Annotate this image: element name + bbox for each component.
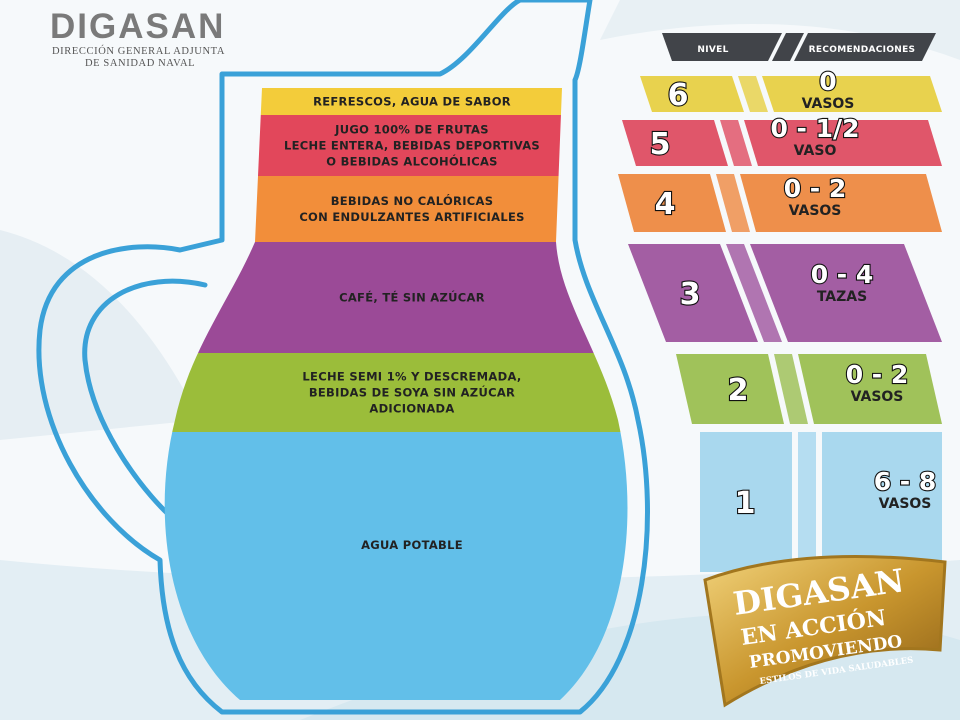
logo-title: DIGASAN	[50, 7, 226, 46]
logo-subtitle-line2: DE SANIDAD NAVAL	[85, 58, 196, 69]
digasan-logo: DIGASAN DIRECCIÓN GENERAL ADJUNTA DE SAN…	[50, 8, 225, 70]
level-6-cell	[640, 76, 744, 112]
level-3-stripe	[726, 244, 782, 342]
level-3-number: 3	[680, 277, 701, 312]
header-level-label: NIVEL	[697, 45, 728, 55]
level-5-recommendation-cell	[744, 120, 942, 166]
pitcher-handle	[82, 278, 208, 523]
header-level	[662, 33, 782, 61]
level-5-stripe	[720, 120, 752, 166]
band-3-label: CON ENDULZANTES ARTIFICIALES	[299, 210, 524, 224]
level-2-recommendation-cell	[798, 354, 942, 424]
band-2-label: JUGO 100% DE FRUTAS	[334, 123, 489, 137]
level-6-stripe	[738, 76, 768, 112]
level-6-recommendation-unit: VASOS	[802, 96, 855, 112]
band-6	[164, 432, 628, 700]
level-6-number: 6	[668, 78, 689, 113]
band-1-label: REFRESCOS, AGUA DE SABOR	[313, 95, 511, 109]
band-2-label: LECHE ENTERA, BEBIDAS DEPORTIVAS	[284, 139, 540, 153]
pitcher-outline	[36, 0, 650, 715]
level-6-recommendation-range: 0	[819, 67, 836, 96]
level-4-stripe	[716, 174, 750, 232]
level-6-recommendation-cell	[762, 76, 942, 112]
level-1-number: 1	[735, 486, 756, 521]
band-2-label: O BEBIDAS ALCOHÓLICAS	[326, 154, 498, 169]
band-3-label: BEBIDAS NO CALÓRICAS	[331, 193, 494, 208]
band-5	[164, 353, 628, 432]
level-5-cell	[622, 120, 728, 166]
level-1-recommendation-cell	[822, 432, 942, 572]
level-5-recommendation-unit: VASO	[794, 143, 837, 159]
level-2-stripe	[774, 354, 808, 424]
band-5-label: LECHE SEMI 1% Y DESCREMADA,	[302, 370, 521, 384]
level-4-recommendation-unit: VASOS	[789, 203, 842, 219]
level-4-recommendation-cell	[740, 174, 942, 232]
level-4-number: 4	[655, 187, 676, 222]
level-1-recommendation-range: 6 - 8	[874, 467, 937, 496]
band-4-label: CAFÉ, TÉ SIN AZÚCAR	[339, 290, 485, 305]
level-3-recommendation-cell	[750, 244, 942, 342]
band-6-label: AGUA POTABLE	[361, 538, 463, 552]
logo-subtitle-line1: DIRECCIÓN GENERAL ADJUNTA	[52, 46, 226, 57]
level-2-recommendation-range: 0 - 2	[846, 360, 909, 389]
level-2-number: 2	[728, 373, 749, 408]
band-5-label: ADICIONADA	[369, 402, 454, 416]
level-1-stripe	[798, 432, 816, 572]
level-5-recommendation-range: 0 - 1/2	[770, 114, 859, 143]
level-1-cell	[700, 432, 792, 572]
level-2-cell	[676, 354, 784, 424]
level-3-recommendation-unit: TAZAS	[817, 289, 867, 305]
level-4-recommendation-range: 0 - 2	[784, 174, 847, 203]
level-5-number: 5	[650, 127, 671, 162]
level-1-recommendation-unit: VASOS	[879, 496, 932, 512]
header-recommendations-label: RECOMENDACIONES	[809, 45, 916, 55]
level-3-cell	[628, 244, 758, 342]
band-5-label: BEBIDAS DE SOYA SIN AZÚCAR	[309, 385, 515, 400]
level-4-cell	[618, 174, 726, 232]
level-2-recommendation-unit: VASOS	[851, 389, 904, 405]
level-3-recommendation-range: 0 - 4	[811, 260, 874, 289]
header-recommendations	[794, 33, 936, 61]
